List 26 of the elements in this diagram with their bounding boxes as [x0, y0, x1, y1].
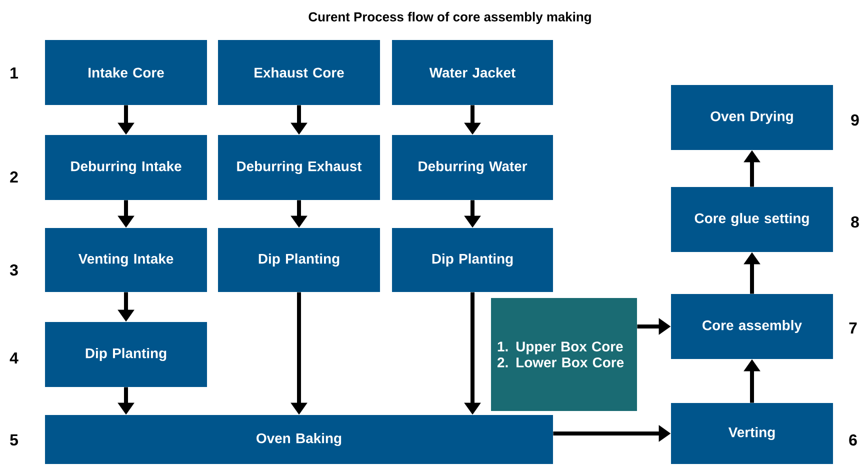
step-number: 5: [10, 434, 18, 446]
process-box: Core assembly: [671, 294, 833, 359]
process-box: Deburring Exhaust: [218, 135, 380, 200]
process-box: Verting: [671, 403, 833, 464]
process-box: Exhaust Core: [218, 40, 380, 105]
process-box: Dip Planting: [45, 322, 207, 387]
step-number: 9: [851, 114, 859, 126]
process-box: Dip Planting: [218, 228, 380, 292]
step-number: 8: [851, 216, 859, 228]
process-box: Intake Core: [45, 40, 207, 105]
input-box: 1. Upper Box Core 2. Lower Box Core: [491, 298, 637, 411]
process-box: Oven Baking: [45, 415, 553, 464]
process-box: Deburring Intake: [45, 135, 207, 200]
title: Curent Process flow of core assembly making: [308, 12, 591, 24]
step-number: 4: [10, 352, 18, 364]
step-number: 6: [849, 434, 857, 446]
step-number: 2: [10, 171, 18, 183]
process-box: Venting Intake: [45, 228, 207, 292]
process-box: Deburring Water: [392, 135, 553, 200]
process-box: Core glue setting: [671, 187, 833, 252]
process-box: Dip Planting: [392, 228, 553, 292]
step-number: 3: [10, 264, 18, 276]
step-number: 1: [10, 68, 18, 78]
process-box: Oven Drying: [671, 85, 833, 150]
process-box: Water Jacket: [392, 40, 553, 105]
step-number: 7: [849, 322, 857, 334]
